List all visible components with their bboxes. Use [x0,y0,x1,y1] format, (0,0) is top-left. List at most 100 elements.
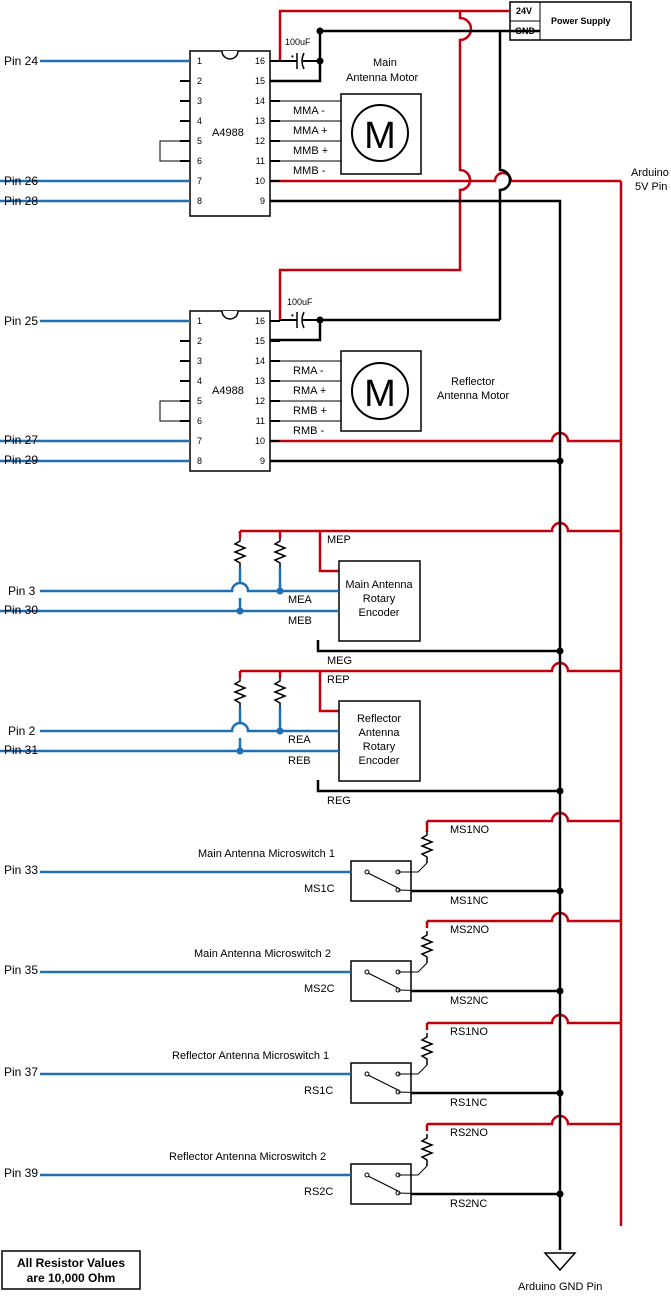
resistor [419,831,435,863]
main-driver-chip-label: A4988 [212,127,244,139]
main-encoder-section: Main Antenna Rotary Encoder MEP MEA MEB … [0,534,421,667]
pin-2-label: Pin 2 [8,724,36,738]
chip-pin-number: 11 [256,416,265,426]
switch-lever [367,1175,399,1192]
microswitch-pin-label: Pin 39 [4,1166,38,1180]
junction-dot [556,1190,564,1198]
pin-3-label: Pin 3 [8,584,36,598]
coil-label: MMA + [293,125,328,137]
microswitch-nc-label: RS2NC [450,1198,487,1210]
microswitch-title: Main Antenna Microswitch 1 [198,848,335,860]
main-encoder-line-3: Encoder [359,607,400,619]
resistor [272,678,288,708]
resistor-note-line-2: are 10,000 Ohm [27,1271,116,1285]
junction-dot [276,727,284,735]
pin-26-label: Pin 26 [4,174,38,188]
switch-nc-lead [397,1192,431,1195]
coil-label: RMA + [293,385,326,397]
junction-dot [276,587,284,595]
junction-dot [556,987,564,995]
main-encoder-ground-label: MEG [327,655,352,667]
junction-dot [236,607,244,615]
switch-lever [367,972,399,989]
chip-pin-number: 13 [255,116,265,126]
chip-pin-number: 14 [255,96,265,106]
pin-28-label: Pin 28 [4,194,38,208]
switch-no-lead [398,962,428,973]
resistor [232,538,248,568]
chip-pin-number: 12 [255,396,265,406]
sleep-reset-jumper [159,400,180,422]
switch-no-lead [398,1064,428,1075]
chip-pin-number: 1 [197,56,202,66]
main-motor-symbol: M [364,115,396,157]
resistor [419,1134,435,1166]
chip-pin-number: 10 [255,176,265,186]
microswitch-body [350,960,412,1002]
resistor-note-line-1: All Resistor Values [17,1256,125,1270]
microswitch-title: Reflector Antenna Microswitch 1 [172,1050,329,1062]
switch-lever [367,872,399,889]
main-motor-title-2: Antenna Motor [346,72,418,84]
junction-dot [316,27,324,35]
microswitch-pin-label: Pin 35 [4,963,38,977]
arduino-ground-symbol: Arduino GND Pin [518,1252,602,1293]
reflector-encoder-b-label: REB [288,755,311,767]
chip-pin-number: 9 [260,456,265,466]
chip-pin-number: 12 [255,136,265,146]
reflector-capacitor: • 100uF [280,297,320,329]
main-encoder-power-label: MEP [327,534,351,546]
pin-31-label: Pin 31 [4,743,38,757]
junction-dots [316,27,564,1198]
switch-nc-lead [397,889,431,892]
microswitch-pin-label: Pin 33 [4,863,38,877]
microswitch-common-label: RS1C [304,1085,333,1097]
coil-label: MMB + [293,145,328,157]
microswitch-title: Main Antenna Microswitch 2 [194,948,331,960]
reflector-encoder-line-1: Reflector [357,713,401,725]
coil-label: MMB - [293,165,326,177]
resistor [419,931,435,963]
reflector-motor-symbol: M [364,373,396,415]
reflector-encoder-power-label: REP [327,674,350,686]
microswitch: Reflector Antenna Microswitch 2 Pin 39 RS2… [4,1127,488,1210]
chip-pin-number: 15 [255,76,265,86]
chip-pin-number: 9 [260,196,265,206]
resistor-note: All Resistor Values are 10,000 Ohm [1,1250,141,1290]
resistor [272,538,288,568]
pin-24-label: Pin 24 [4,54,38,68]
chip-pin-number: 16 [255,56,265,66]
chip-pin-number: 11 [256,156,265,166]
svg-text:•: • [291,311,294,320]
power-supply: 24V GND Power Supply [509,1,632,41]
chip-pin-number: 7 [197,176,202,186]
main-encoder-line-1: Main Antenna [345,579,413,591]
microswitch: Reflector Antenna Microswitch 1 Pin 37 RS1… [4,1026,488,1109]
resistor [419,1033,435,1065]
chip-pin-number: 3 [197,356,202,366]
microswitch-body [350,1062,412,1104]
chip-pin-number: 10 [255,436,265,446]
chip-pin-number: 5 [197,136,202,146]
microswitch-nc-label: RS1NC [450,1097,487,1109]
main-encoder-a-label: MEA [288,594,313,606]
junction-dot [236,747,244,755]
microswitch-no-label: RS1NO [450,1026,488,1038]
pin-27-label: Pin 27 [4,433,38,447]
junction-dot [556,887,564,895]
main-capacitor: • 100uF [280,37,320,70]
microswitch-common-label: MS1C [304,883,335,895]
logic-supply-wiring [238,171,623,1226]
pin-29-label: Pin 29 [4,453,38,467]
microswitch-pin-label: Pin 37 [4,1065,38,1079]
arduino-gnd-pin-label: Arduino GND Pin [518,1281,602,1293]
microswitch-no-label: MS2NO [450,924,490,936]
chip-pin-number: 8 [197,196,202,206]
microswitch-title: Reflector Antenna Microswitch 2 [169,1151,326,1163]
microswitch-nc-label: MS2NC [450,995,489,1007]
power-supply-24v-label: 24V [516,6,532,16]
